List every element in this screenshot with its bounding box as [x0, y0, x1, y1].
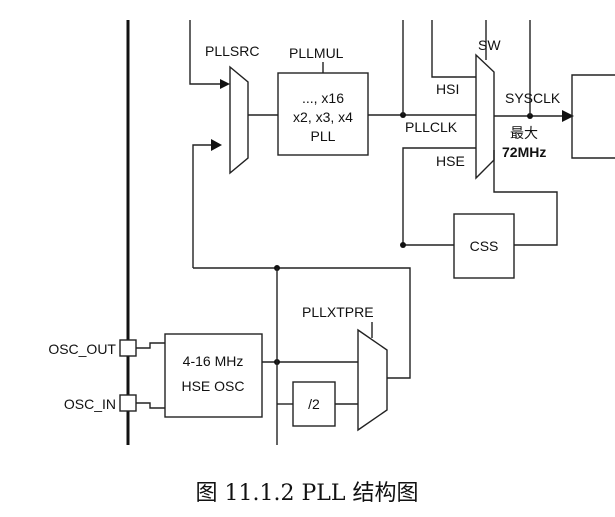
wire-hse-to-sw — [402, 147, 476, 245]
downstream-block-edge — [571, 74, 615, 159]
sw-label: SW — [478, 37, 501, 53]
pllsrc-mux — [229, 65, 249, 175]
css-label: CSS — [470, 238, 499, 254]
wire-osc-out — [136, 342, 165, 349]
wire-sw-to-css — [493, 150, 558, 246]
div2-label: /2 — [308, 396, 320, 412]
hse-label: HSE — [436, 153, 465, 169]
pllxtpre-mux — [357, 328, 388, 432]
max-freq-label: 72MHz — [502, 144, 546, 160]
arrow-pllsrc-top — [220, 79, 230, 89]
wire-hse-to-pllsrc — [192, 144, 212, 268]
pllclk-label: PLLCLK — [405, 119, 458, 135]
osc-out-pin — [119, 339, 137, 357]
hse-osc-freq-label: 4-16 MHz — [183, 353, 244, 369]
sw-mux — [475, 53, 495, 180]
osc-out-label: OSC_OUT — [48, 341, 116, 357]
hse-osc-block — [164, 333, 263, 418]
pll-label: PLL — [311, 128, 336, 144]
osc-in-label: OSC_IN — [64, 396, 116, 412]
wire-osc-in — [136, 402, 165, 409]
pllxtpre-label: PLLXTPRE — [302, 304, 374, 320]
div2-block — [292, 381, 336, 427]
pllmul-label: PLLMUL — [289, 45, 344, 61]
pllsrc-label: PLLSRC — [205, 43, 259, 59]
hse-osc-label: HSE OSC — [181, 378, 244, 394]
pll-multiplier-line2: x2, x3, x4 — [293, 109, 353, 125]
wire-hsi-to-sw — [431, 20, 476, 78]
arrow-pllsrc-bottom — [211, 139, 222, 151]
wire-hsi-to-pllsrc — [189, 20, 222, 85]
max-label: 最大 — [510, 125, 538, 141]
wire-pllxtpre-out — [193, 267, 411, 379]
junction-hse-css — [400, 242, 406, 248]
arrow-sysclk — [562, 110, 574, 122]
css-block — [453, 213, 515, 279]
hsi-label: HSI — [436, 81, 459, 97]
pll-block — [277, 72, 369, 156]
figure-caption: 图 11.1.2 PLL 结构图 — [196, 481, 419, 506]
pll-multiplier-line1: ..., x16 — [302, 90, 344, 106]
osc-in-pin — [119, 394, 137, 412]
sysclk-label: SYSCLK — [505, 90, 561, 106]
